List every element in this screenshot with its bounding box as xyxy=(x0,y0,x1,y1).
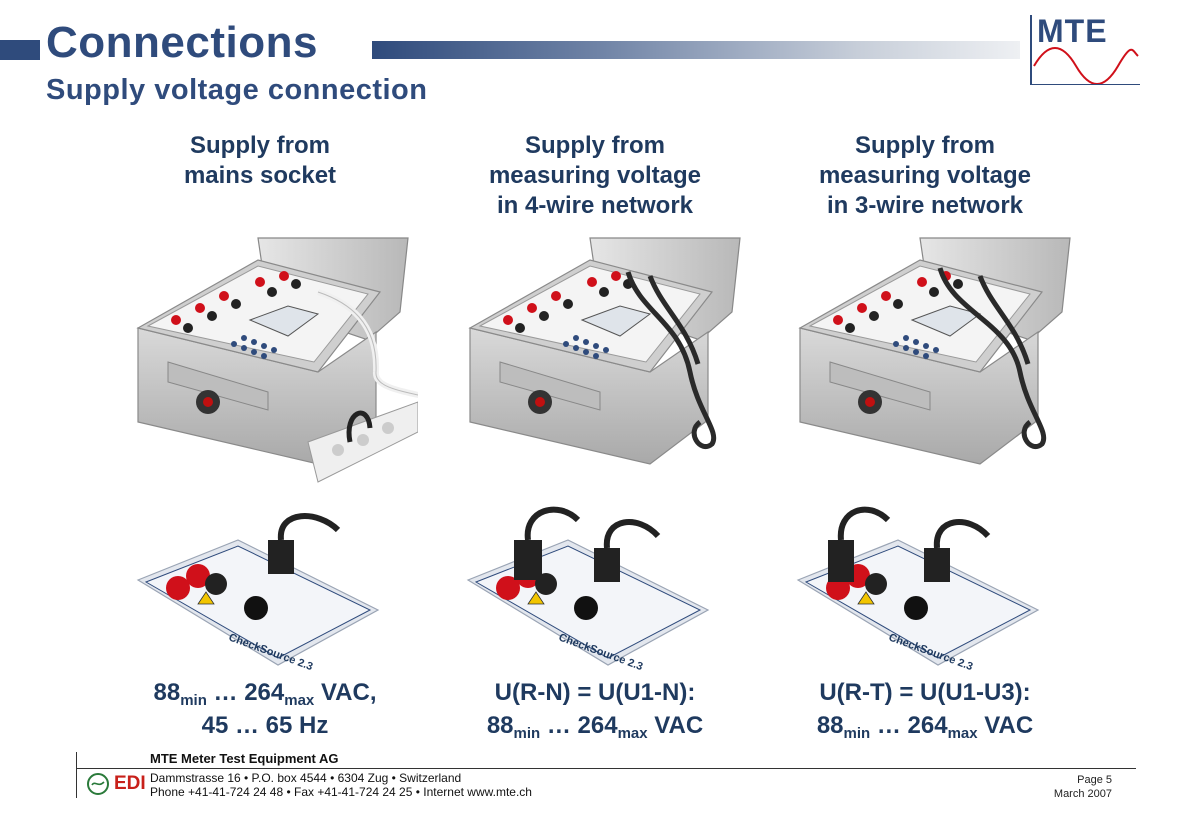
spec-4wire: U(R-N) = U(U1-N): 88min … 264max VAC xyxy=(445,676,745,742)
page-subtitle: Supply voltage connection xyxy=(46,74,428,106)
column-heading-4wire: Supply from measuring voltage in 4-wire … xyxy=(455,131,735,221)
certification-seal-icon xyxy=(87,773,109,795)
spec-subscript: max xyxy=(284,692,315,709)
address-line: Phone +41-41-724 24 48 • Fax +41-41-724 … xyxy=(150,785,532,799)
address-line: Dammstrasse 16 • P.O. box 4544 • 6304 Zu… xyxy=(150,771,462,785)
spec-line: 88min … 264max VAC, xyxy=(110,676,420,709)
logo-divider-horizontal xyxy=(1030,84,1140,85)
spec-value: 88 xyxy=(153,679,181,706)
heading-line: measuring voltage xyxy=(818,162,1032,189)
spec-line: U(R-N) = U(U1-N): xyxy=(494,679,696,706)
footer-company: MTE Meter Test Equipment AG xyxy=(150,751,339,766)
heading-line: Supply from xyxy=(189,132,330,159)
footer-divider-horizontal xyxy=(76,768,1136,769)
page-title: Connections xyxy=(46,18,318,67)
page-date: March 2007 xyxy=(1053,788,1112,800)
spec-value: 88 xyxy=(486,712,514,739)
panel-image-3wire: CheckSource 2.3 xyxy=(797,506,1039,670)
header-accent-block xyxy=(0,40,40,60)
spec-unit: VAC xyxy=(647,712,704,739)
device-image-mains xyxy=(137,237,418,483)
page-info: Page 5 March 2007 xyxy=(1030,773,1112,801)
spec-unit: VAC, xyxy=(314,679,377,706)
spec-mains: 88min … 264max VAC, 45 … 65 Hz xyxy=(110,676,420,742)
heading-line: Supply from xyxy=(524,132,665,159)
spec-subscript: min xyxy=(843,725,871,742)
header-gradient-bar xyxy=(372,41,1020,59)
heading-line: Supply from xyxy=(854,132,995,159)
edi-logo: EDI xyxy=(114,773,146,794)
footer-divider-vertical xyxy=(76,752,77,798)
device-image-3wire xyxy=(799,237,1071,465)
spec-value: … 264 xyxy=(206,679,285,706)
spec-subscript: max xyxy=(947,725,978,742)
spec-subscript: min xyxy=(180,692,207,709)
spec-value: … 264 xyxy=(870,712,948,739)
spec-line: 45 … 65 Hz xyxy=(201,712,329,739)
spec-subscript: min xyxy=(513,725,541,742)
footer-address: Dammstrasse 16 • P.O. box 4544 • 6304 Zu… xyxy=(150,771,532,799)
brand-logo-text: MTE xyxy=(1037,13,1108,49)
panel-image-4wire: CheckSource 2.3 xyxy=(467,506,709,670)
logo-divider-vertical xyxy=(1030,15,1032,85)
spec-unit: VAC xyxy=(977,712,1034,739)
heading-line: measuring voltage xyxy=(488,162,702,189)
heading-line: in 4-wire network xyxy=(496,192,694,219)
device-image-4wire xyxy=(469,237,741,465)
spec-line: 88min … 264max VAC xyxy=(770,709,1080,742)
column-heading-mains: Supply from mains socket xyxy=(140,131,380,191)
spec-line: 88min … 264max VAC xyxy=(445,709,745,742)
spec-3wire: U(R-T) = U(U1-U3): 88min … 264max VAC xyxy=(770,676,1080,742)
page-number: Page 5 xyxy=(1077,774,1112,786)
spec-value: 88 xyxy=(816,712,844,739)
heading-line: mains socket xyxy=(183,162,337,189)
spec-subscript: max xyxy=(617,725,648,742)
spec-value: … 264 xyxy=(540,712,618,739)
sine-wave-icon xyxy=(1033,47,1139,85)
panel-image-mains: CheckSource 2.3 xyxy=(137,513,379,670)
heading-line: in 3-wire network xyxy=(826,192,1024,219)
column-heading-3wire: Supply from measuring voltage in 3-wire … xyxy=(785,131,1065,221)
spec-line: U(R-T) = U(U1-U3): xyxy=(819,679,1031,706)
